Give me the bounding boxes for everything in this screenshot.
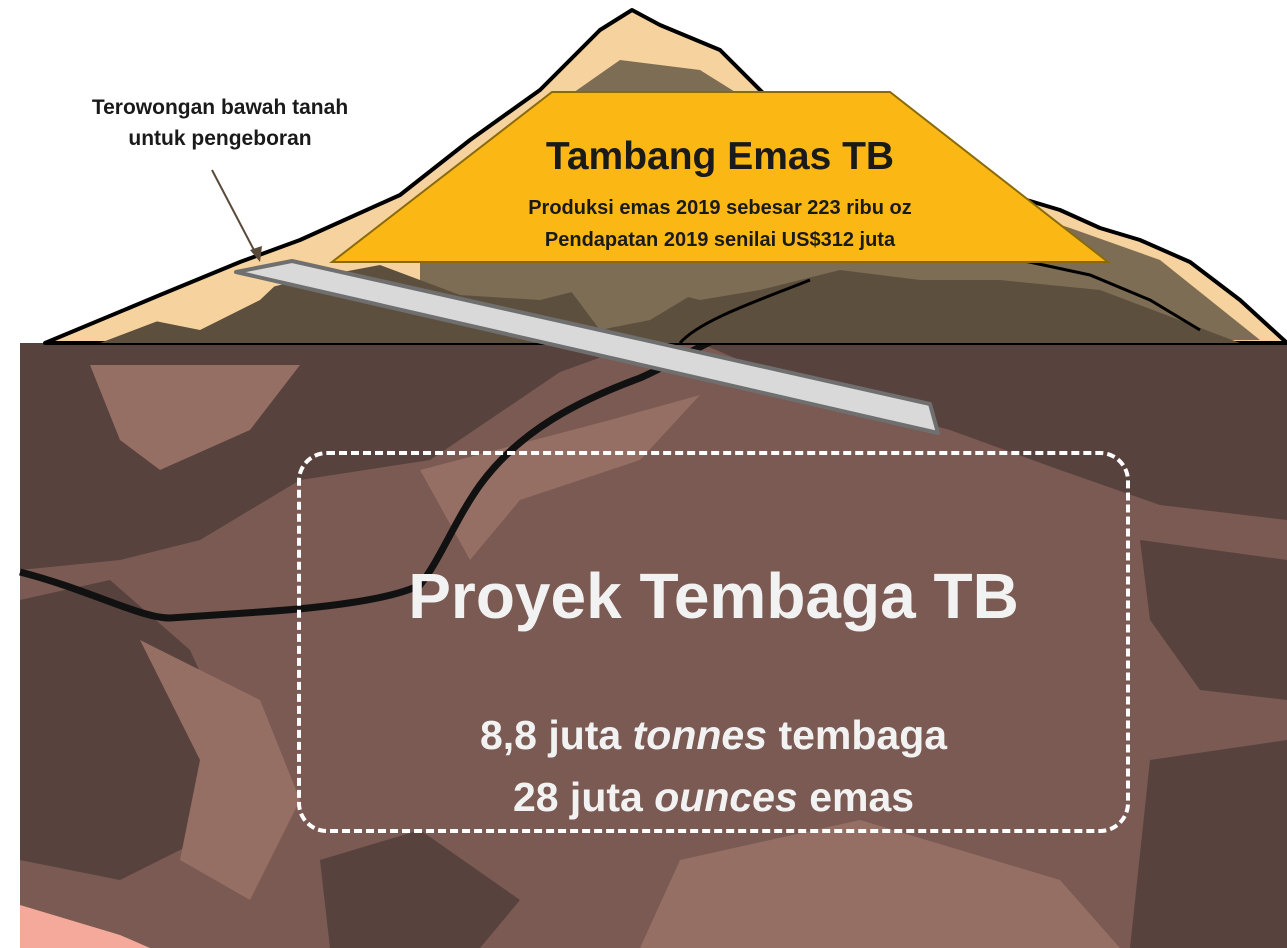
underground-rock — [19, 336, 1287, 948]
callout-arrow — [211, 169, 262, 262]
rock-shape — [20, 580, 240, 880]
rock-shape — [640, 820, 1120, 948]
callout-arrow-line — [211, 169, 257, 255]
copper-project-box — [297, 451, 1130, 833]
mountain-ridge — [678, 258, 1201, 344]
copper-amount: 8,8 juta — [479, 712, 622, 758]
rock-shape — [420, 395, 700, 560]
rock-shape — [20, 905, 150, 948]
copper-project-title: Proyek Tembaga TB — [408, 560, 1019, 632]
gold-resource-stat: 28 juta ounces emas — [297, 772, 1130, 822]
gold-commodity: emas — [809, 774, 915, 820]
copper-unit: tonnes — [632, 712, 768, 758]
gold-production-text: Produksi emas 2019 sebesar 223 ribu oz — [528, 197, 912, 219]
gold-mine-title: Tambang Emas TB — [545, 135, 895, 178]
callout-arrow-head — [250, 246, 262, 262]
gold-amount: 28 juta — [512, 774, 643, 820]
mountain-shadow — [570, 265, 700, 330]
rock-shape — [1130, 740, 1287, 948]
rock-shape — [1140, 540, 1287, 700]
copper-commodity: tembaga — [778, 712, 948, 758]
ore-vein — [19, 336, 717, 622]
gold-revenue-text: Pendapatan 2019 senilai US$312 juta — [544, 229, 896, 251]
tunnel-callout-label: Terowongan bawah tanah untuk pengeboran — [20, 92, 420, 154]
rock-shape — [140, 640, 300, 900]
callout-line-1: Terowongan bawah tanah — [91, 96, 349, 119]
rock-shape — [90, 365, 300, 470]
gold-mine-banner — [329, 91, 1111, 263]
drilling-tunnel — [234, 259, 940, 435]
gold-unit: ounces — [654, 774, 798, 820]
copper-resource-stat: 8,8 juta tonnes tembaga — [297, 710, 1130, 760]
rock-shape — [320, 830, 520, 948]
callout-line-2: untuk pengeboran — [128, 127, 312, 150]
